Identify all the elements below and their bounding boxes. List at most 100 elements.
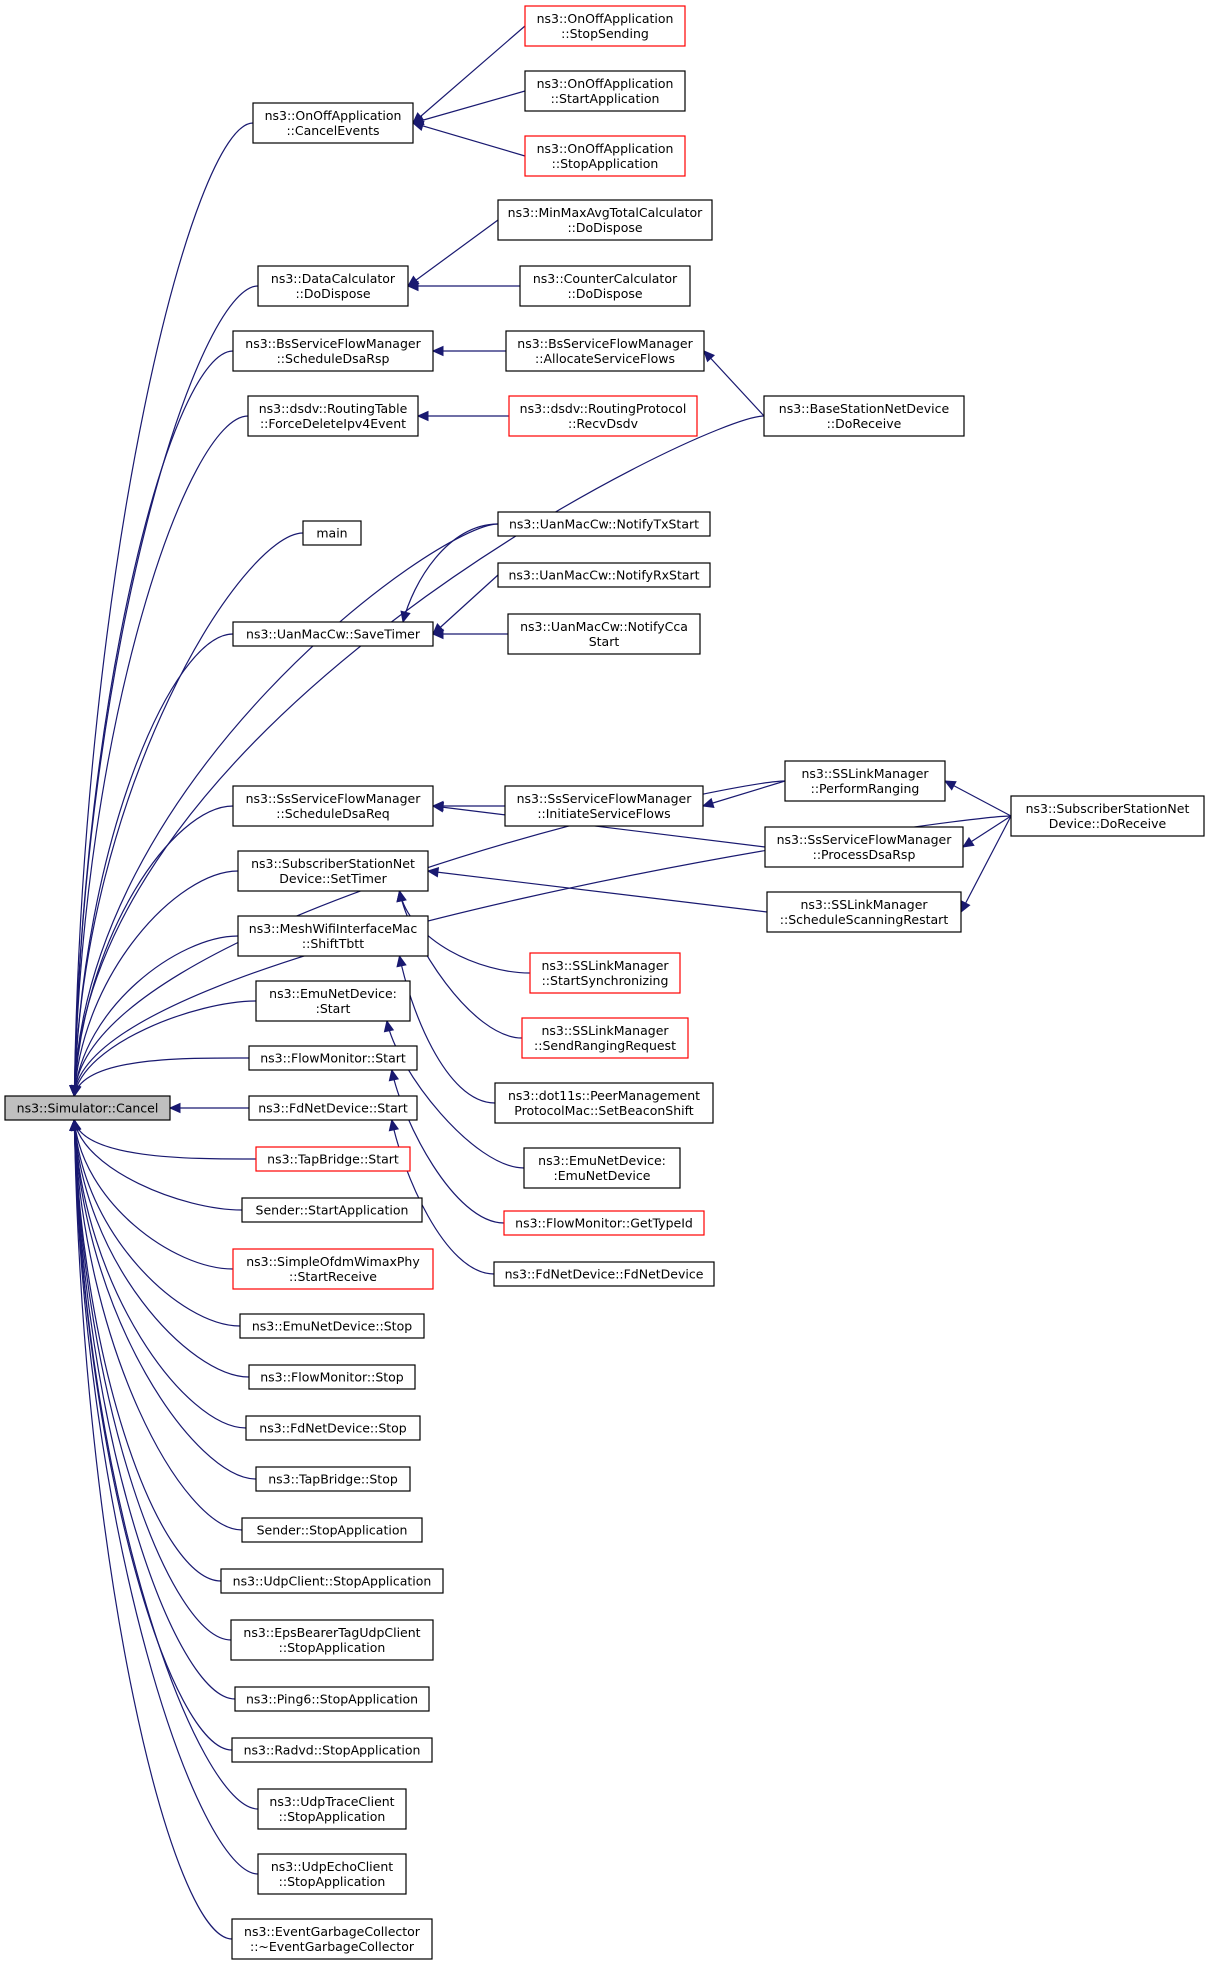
node-label-line: ::DoDispose — [295, 286, 370, 301]
node-box — [523, 1147, 681, 1189]
node-label-line: ns3::FlowMonitor::Stop — [260, 1370, 404, 1385]
node-ss-settimer[interactable]: ns3::SubscriberStationNetDevice::SetTime… — [237, 850, 429, 892]
edge-sslm_perf-to-ss_init — [702, 780, 786, 807]
node-sslm-sync[interactable]: ns3::SSLinkManager::StartSynchronizing — [529, 952, 681, 994]
node-ss-sched[interactable]: ns3::SsServiceFlowManager::ScheduleDsaRe… — [232, 785, 434, 827]
node-radvd-stop[interactable]: ns3::Radvd::StopApplication — [231, 1737, 433, 1763]
node-ofdm[interactable]: ns3::SimpleOfdmWimaxPhy::StartReceive — [232, 1248, 434, 1290]
node-ping6-stop[interactable]: ns3::Ping6::StopApplication — [234, 1686, 430, 1712]
node-uan-tx[interactable]: ns3::UanMacCw::NotifyTxStart — [497, 511, 711, 537]
edge-mesh_shift-to-root — [73, 935, 239, 1097]
node-label-line: ::SendRangingRequest — [534, 1038, 676, 1053]
node-box — [524, 70, 686, 112]
node-label-line: :EmuNetDevice — [554, 1168, 651, 1183]
node-sslm-perf[interactable]: ns3::SSLinkManager::PerformRanging — [784, 760, 946, 802]
node-bs-sched[interactable]: ns3::BsServiceFlowManager::ScheduleDsaRs… — [232, 330, 434, 372]
edge-ss_recv-to-ss_proc-arrowhead — [961, 836, 975, 848]
node-sslm-send[interactable]: ns3::SSLinkManager::SendRangingRequest — [521, 1017, 689, 1059]
node-oo-cancel[interactable]: ns3::OnOffApplication::CancelEvents — [252, 102, 414, 144]
node-minmax[interactable]: ns3::MinMaxAvgTotalCalculator::DoDispose — [497, 199, 713, 241]
node-fd-stop[interactable]: ns3::FdNetDevice::Stop — [245, 1415, 421, 1441]
node-label-line: ns3::SsServiceFlowManager — [517, 791, 693, 806]
node-box — [241, 1197, 423, 1223]
node-root[interactable]: ns3::Simulator::Cancel — [4, 1095, 171, 1121]
node-ss-recv[interactable]: ns3::SubscriberStationNetDevice::DoRecei… — [1010, 795, 1205, 837]
node-box — [232, 1248, 434, 1290]
node-box — [248, 1095, 418, 1121]
node-emu-start[interactable]: ns3::EmuNetDevice::Start — [255, 980, 411, 1022]
node-label-line: ProtocolMac::SetBeaconShift — [514, 1103, 694, 1118]
node-box — [766, 891, 962, 933]
edge-dc_dispose-to-root — [73, 285, 259, 1097]
edge-ss_sched-to-root — [73, 805, 234, 1097]
node-box — [255, 980, 411, 1022]
edge-uan_tx-to-uan_save — [402, 523, 499, 623]
node-eps-stop[interactable]: ns3::EpsBearerTagUdpClient::StopApplicat… — [230, 1619, 434, 1661]
node-tap-stop[interactable]: ns3::TapBridge::Stop — [255, 1466, 411, 1492]
node-oo-startapp[interactable]: ns3::OnOffApplication::StartApplication — [524, 70, 686, 112]
node-dsdv-force[interactable]: ns3::dsdv::RoutingTable::ForceDeleteIpv4… — [247, 395, 419, 437]
node-dot11s[interactable]: ns3::dot11s::PeerManagementProtocolMac::… — [494, 1082, 714, 1124]
edge-oo_stopsending-to-oo_cancel — [412, 25, 526, 124]
node-box — [232, 785, 434, 827]
node-mesh-shift[interactable]: ns3::MeshWifiInterfaceMac::ShiftTbtt — [237, 915, 429, 957]
edge-udpclient_stop-to-root — [73, 1119, 222, 1582]
node-box — [237, 850, 429, 892]
node-dsdv-recv[interactable]: ns3::dsdv::RoutingProtocol::RecvDsdv — [508, 395, 698, 437]
node-label-line: ::DoDispose — [567, 286, 642, 301]
node-udptrace-stop[interactable]: ns3::UdpTraceClient::StopApplication — [257, 1788, 407, 1830]
node-label-line: ns3::SSLinkManager — [800, 897, 928, 912]
node-label-line: ns3::Ping6::StopApplication — [246, 1692, 418, 1707]
node-ss-proc[interactable]: ns3::SsServiceFlowManager::ProcessDsaRsp — [764, 826, 964, 868]
node-box — [257, 1853, 407, 1895]
node-bs-alloc[interactable]: ns3::BsServiceFlowManager::AllocateServi… — [505, 330, 705, 372]
edge-emu_ctor-to-emu_start-arrowhead — [383, 1019, 395, 1033]
node-main[interactable]: main — [302, 520, 362, 546]
node-label-line: ns3::MeshWifiInterfaceMac — [249, 921, 418, 936]
edge-uan_rx-to-uan_save — [432, 574, 499, 635]
node-box — [239, 1313, 425, 1339]
node-bs-recv[interactable]: ns3::BaseStationNetDevice::DoReceive — [763, 395, 965, 437]
node-emu-ctor[interactable]: ns3::EmuNetDevice::EmuNetDevice — [523, 1147, 681, 1189]
node-uan-save[interactable]: ns3::UanMacCw::SaveTimer — [232, 621, 434, 647]
edge-ss_settimer-to-root — [73, 870, 239, 1097]
node-flow-stop[interactable]: ns3::FlowMonitor::Stop — [248, 1364, 416, 1390]
node-udpclient-stop[interactable]: ns3::UdpClient::StopApplication — [220, 1568, 444, 1594]
node-uan-rx[interactable]: ns3::UanMacCw::NotifyRxStart — [497, 562, 711, 588]
node-oo-stopsending[interactable]: ns3::OnOffApplication::StopSending — [524, 5, 686, 47]
node-label-line: ns3::CounterCalculator — [533, 271, 678, 286]
node-sslm-scan[interactable]: ns3::SSLinkManager::ScheduleScanningRest… — [766, 891, 962, 933]
node-oo-stopapp[interactable]: ns3::OnOffApplication::StopApplication — [524, 135, 686, 177]
node-sender-start[interactable]: Sender::StartApplication — [241, 1197, 423, 1223]
node-label-line: ns3::TapBridge::Stop — [268, 1472, 398, 1487]
node-flow-type[interactable]: ns3::FlowMonitor::GetTypeId — [503, 1210, 705, 1236]
node-label-line: ns3::DataCalculator — [271, 271, 396, 286]
node-counter[interactable]: ns3::CounterCalculator::DoDispose — [519, 265, 691, 307]
node-label-line: ns3::FlowMonitor::GetTypeId — [515, 1216, 693, 1231]
node-ss-init[interactable]: ns3::SsServiceFlowManager::InitiateServi… — [504, 785, 704, 827]
node-tap-start[interactable]: ns3::TapBridge::Start — [255, 1146, 411, 1172]
edge-ofdm-to-root — [73, 1119, 234, 1270]
node-egc[interactable]: ns3::EventGarbageCollector::~EventGarbag… — [231, 1918, 433, 1960]
node-udpecho-stop[interactable]: ns3::UdpEchoClient::StopApplication — [257, 1853, 407, 1895]
node-box — [248, 1364, 416, 1390]
node-box — [257, 1788, 407, 1830]
node-label-line: ::ScheduleDsaReq — [276, 806, 389, 821]
edge-ss_proc-to-ss_sched-arrowhead — [431, 802, 445, 813]
edge-sslm_perf-to-ss_init-arrowhead — [701, 797, 715, 808]
edge-bs_recv-to-bs_alloc — [703, 350, 765, 417]
node-fd-start[interactable]: ns3::FdNetDevice::Start — [248, 1095, 418, 1121]
node-emu-stop[interactable]: ns3::EmuNetDevice::Stop — [239, 1313, 425, 1339]
node-box — [784, 760, 946, 802]
node-dc-dispose[interactable]: ns3::DataCalculator::DoDispose — [257, 265, 409, 307]
node-box — [524, 135, 686, 177]
node-box — [493, 1261, 715, 1287]
node-flow-start[interactable]: ns3::FlowMonitor::Start — [248, 1045, 418, 1071]
node-label-line: ::RecvDsdv — [568, 416, 639, 431]
node-fd-ctor[interactable]: ns3::FdNetDevice::FdNetDevice — [493, 1261, 715, 1287]
node-sender-stop[interactable]: Sender::StopApplication — [241, 1517, 423, 1543]
nodes-layer: ns3::Simulator::Cancel ns3::OnOffApplicat… — [4, 5, 1205, 1960]
node-label-line: ns3::SubscriberStationNet — [251, 856, 415, 871]
node-box — [763, 395, 965, 437]
